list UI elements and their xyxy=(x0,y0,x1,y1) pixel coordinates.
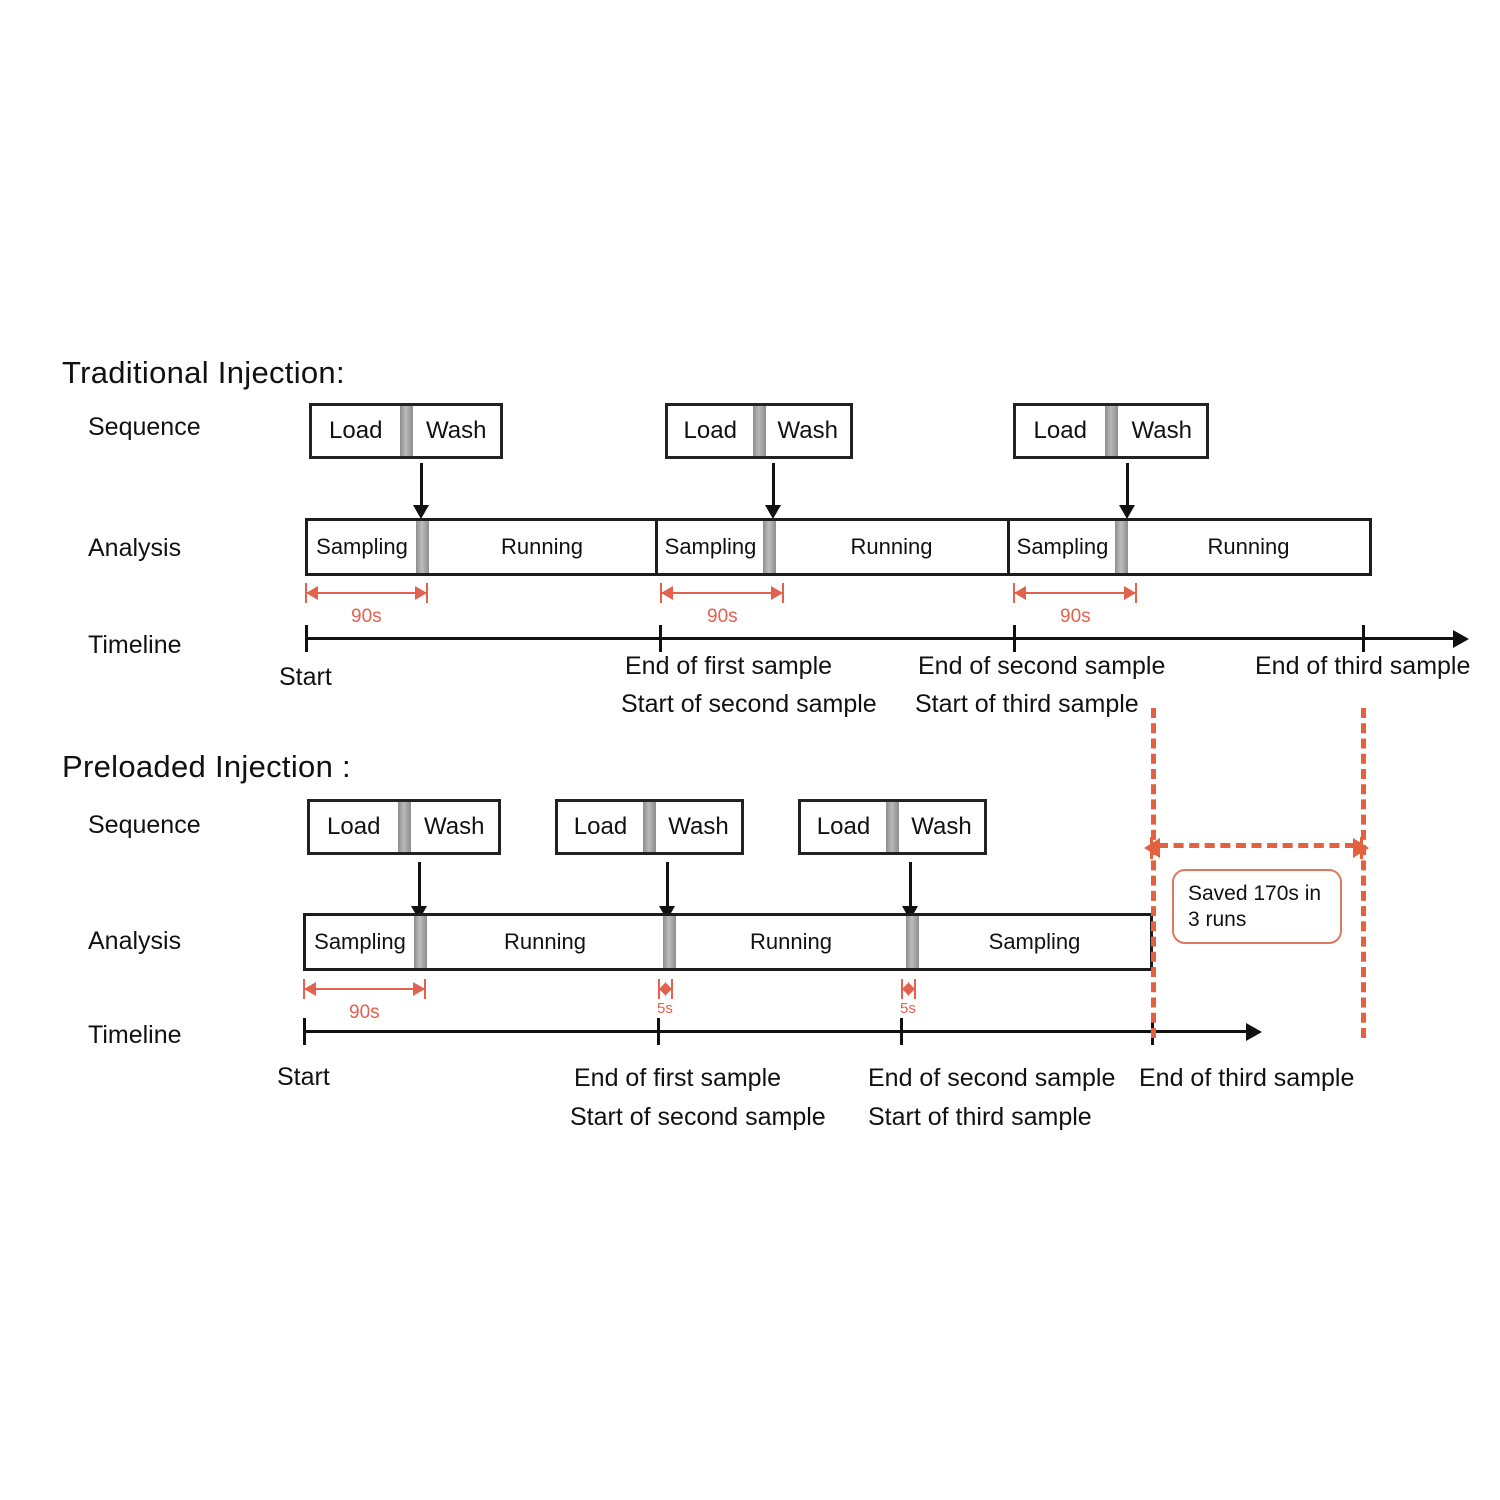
wash-cell: Wash xyxy=(777,417,838,444)
segment-divider xyxy=(414,916,427,968)
row-label-analysis-preloaded: Analysis xyxy=(88,927,182,955)
analysis-segment: Sampling xyxy=(314,929,406,954)
timeline-tick xyxy=(900,1018,903,1045)
section-title-preloaded: Preloaded Injection : xyxy=(62,749,351,784)
timeline-marker-label: End of second sample xyxy=(918,652,1166,680)
analysis-segment: Sampling xyxy=(1016,534,1109,559)
segment-divider xyxy=(663,916,676,968)
analysis-segment: Sampling xyxy=(664,534,757,559)
analysis-segment: Running xyxy=(750,929,832,954)
analysis-bar-traditional: Sampling Running Sampling Running Sampli… xyxy=(305,518,1372,576)
timeline-axis-traditional xyxy=(305,629,1469,648)
row-label-analysis-traditional: Analysis xyxy=(88,534,182,562)
timeline-tick xyxy=(303,1018,306,1045)
load-wash-divider xyxy=(399,406,413,456)
sequence-block[interactable]: Load Wash xyxy=(798,799,987,855)
duration-label: 5s xyxy=(657,1000,673,1017)
injection-arrow-down-icon xyxy=(411,862,427,920)
sequence-block[interactable]: Load Wash xyxy=(1013,403,1209,459)
injection-arrow-down-icon xyxy=(1119,463,1135,519)
wash-cell: Wash xyxy=(424,813,485,840)
timeline-marker-label: Start xyxy=(279,663,332,691)
load-wash-divider xyxy=(752,406,766,456)
timeline-marker-label: Start of third sample xyxy=(915,690,1139,718)
run-boundary xyxy=(655,521,658,573)
timeline-marker-label: End of third sample xyxy=(1139,1064,1355,1092)
load-cell: Load xyxy=(1033,417,1087,444)
savings-callout: Saved 170s in 3 runs xyxy=(1172,869,1342,945)
load-cell: Load xyxy=(573,813,628,840)
duration-measure xyxy=(901,979,916,999)
duration-label: 90s xyxy=(1060,606,1091,627)
timeline-tick xyxy=(1013,625,1016,652)
timeline-marker-label: End of first sample xyxy=(574,1064,782,1092)
wash-cell: Wash xyxy=(426,417,487,444)
timeline-tick xyxy=(1362,625,1365,652)
section-title-traditional: Traditional Injection: xyxy=(62,355,345,390)
load-wash-divider xyxy=(643,802,656,852)
timeline-tick xyxy=(659,625,662,652)
analysis-segment: Sampling xyxy=(988,929,1081,954)
analysis-segment: Running xyxy=(850,534,933,559)
load-cell: Load xyxy=(329,417,383,444)
load-wash-divider xyxy=(1104,406,1118,456)
row-label-sequence-preloaded: Sequence xyxy=(88,811,201,839)
timeline-marker-label: Start xyxy=(277,1063,330,1091)
injection-arrow-down-icon xyxy=(765,463,781,519)
load-wash-divider xyxy=(886,802,899,852)
wash-cell: Wash xyxy=(1131,417,1192,444)
timeline-tick xyxy=(657,1018,660,1045)
duration-label: 90s xyxy=(351,606,382,627)
segment-divider xyxy=(763,521,776,573)
savings-guideline-left xyxy=(1151,708,1156,1038)
row-label-timeline-traditional: Timeline xyxy=(88,631,182,659)
sequence-block[interactable]: Load Wash xyxy=(309,403,503,459)
timeline-axis-preloaded xyxy=(303,1022,1262,1041)
duration-measure xyxy=(303,979,426,999)
timeline-marker-label: End of third sample xyxy=(1255,652,1471,680)
analysis-segment: Running xyxy=(504,929,586,954)
analysis-segment: Sampling xyxy=(316,534,408,559)
duration-measure xyxy=(305,583,428,603)
timeline-marker-label: Start of second sample xyxy=(570,1103,826,1131)
sequence-block[interactable]: Load Wash xyxy=(555,799,744,855)
savings-span-measure xyxy=(1144,837,1369,859)
wash-cell: Wash xyxy=(911,813,972,840)
wash-cell: Wash xyxy=(668,813,729,840)
analysis-segment: Running xyxy=(501,534,583,559)
sequence-block[interactable]: Load Wash xyxy=(665,403,853,459)
duration-label: 5s xyxy=(900,1000,916,1017)
timeline-marker-label: Start of second sample xyxy=(621,690,877,718)
load-cell: Load xyxy=(327,813,381,840)
timeline-tick xyxy=(305,625,308,652)
segment-divider xyxy=(906,916,919,968)
timeline-marker-label: End of first sample xyxy=(625,652,833,680)
load-wash-divider xyxy=(397,802,411,852)
segment-divider xyxy=(1115,521,1128,573)
duration-measure xyxy=(660,583,784,603)
timeline-marker-label: Start of third sample xyxy=(868,1103,1092,1131)
sequence-block[interactable]: Load Wash xyxy=(307,799,501,855)
run-boundary xyxy=(1007,521,1010,573)
segment-divider xyxy=(416,521,429,573)
injection-arrow-down-icon xyxy=(902,862,918,920)
timeline-marker-label: End of second sample xyxy=(868,1064,1116,1092)
load-cell: Load xyxy=(683,417,737,444)
injection-arrow-down-icon xyxy=(659,862,675,920)
analysis-segment: Running xyxy=(1207,534,1290,559)
analysis-bar-preloaded: Sampling Running Running Sampling xyxy=(303,913,1153,971)
duration-label: 90s xyxy=(707,606,738,627)
savings-guideline-right xyxy=(1361,708,1366,1038)
row-label-timeline-preloaded: Timeline xyxy=(88,1021,182,1049)
duration-label: 90s xyxy=(349,1002,380,1023)
row-label-sequence-traditional: Sequence xyxy=(88,413,201,441)
duration-measure xyxy=(658,979,673,999)
load-cell: Load xyxy=(816,813,871,840)
duration-measure xyxy=(1013,583,1137,603)
injection-arrow-down-icon xyxy=(413,463,429,519)
